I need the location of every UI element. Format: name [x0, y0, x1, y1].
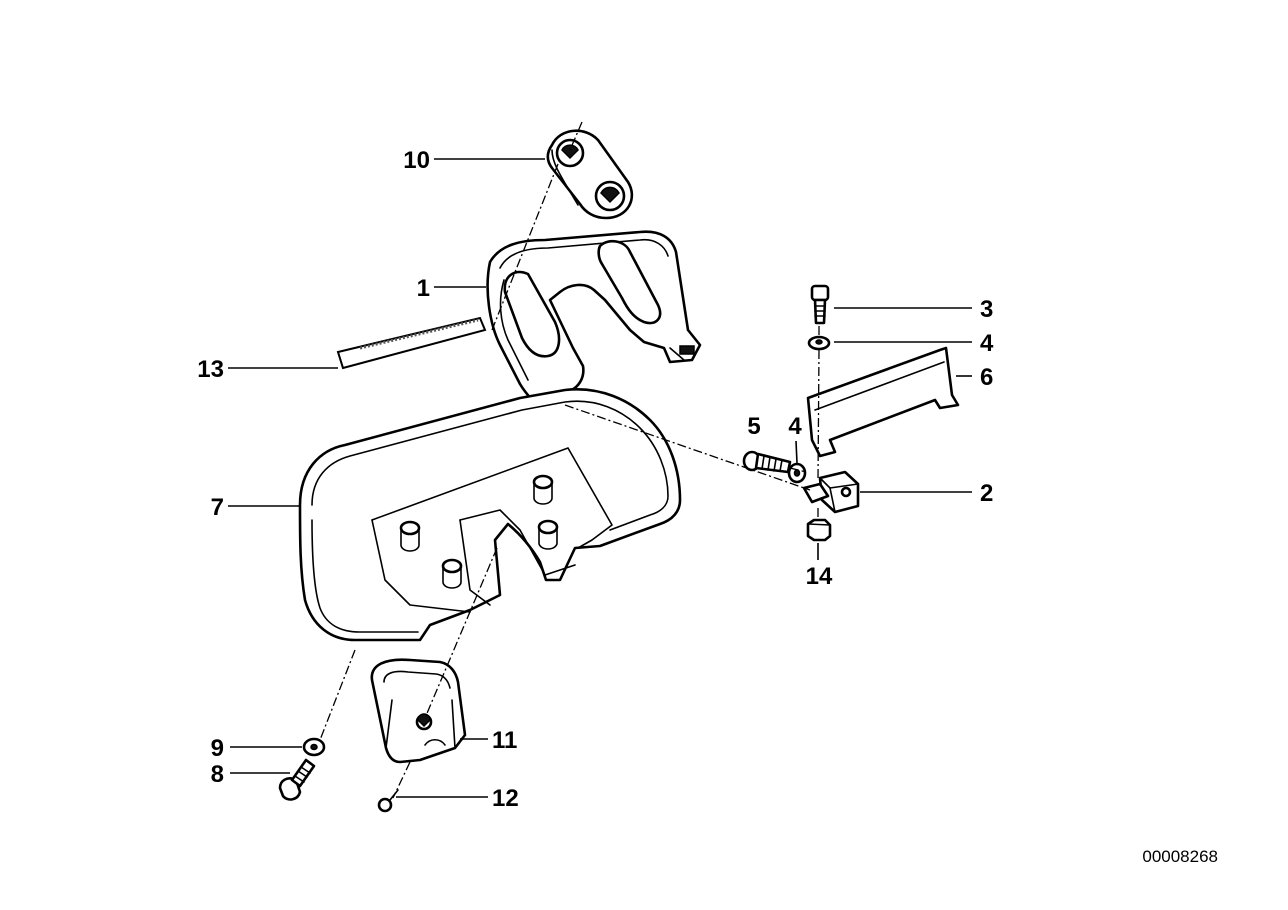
callout-6: 6 — [980, 364, 993, 391]
callout-12: 12 — [492, 785, 519, 812]
frame-bracket-part-1 — [486, 230, 702, 416]
callout-labels: 10 1 13 7 3 4 6 2 5 4 14 9 8 11 12 — [197, 147, 994, 812]
callout-9: 9 — [211, 735, 224, 762]
washer-part-4-upper — [807, 335, 831, 351]
callout-14: 14 — [806, 563, 833, 590]
callout-13: 13 — [197, 356, 224, 383]
callout-11: 11 — [492, 727, 517, 754]
washer-part-9 — [302, 737, 326, 757]
callout-4-upper: 4 — [980, 330, 994, 357]
diagram-reference-number: 00008268 — [1142, 847, 1218, 866]
leader-lines — [228, 158, 972, 798]
callout-5: 5 — [747, 413, 760, 440]
rubber-pad-part-10 — [546, 129, 634, 220]
screw-part-3 — [810, 284, 830, 325]
assembly-lines — [319, 121, 820, 799]
mounting-bracket-part-6 — [806, 346, 960, 458]
washer-part-4-lower — [787, 462, 807, 484]
callout-10: 10 — [403, 147, 430, 174]
screw-part-5 — [742, 450, 792, 474]
nut-part-14 — [806, 518, 832, 542]
cup-part-11 — [370, 658, 467, 764]
callout-7: 7 — [211, 494, 224, 521]
callout-1: 1 — [417, 275, 430, 302]
callout-2: 2 — [980, 480, 993, 507]
callout-3: 3 — [980, 296, 993, 323]
foam-strip-part-13 — [336, 316, 487, 370]
screw-part-8 — [278, 758, 316, 801]
clip-block-part-2 — [802, 470, 860, 514]
callout-4-lower: 4 — [788, 413, 802, 440]
base-tray-part-7 — [298, 388, 682, 642]
callout-8: 8 — [211, 761, 224, 788]
